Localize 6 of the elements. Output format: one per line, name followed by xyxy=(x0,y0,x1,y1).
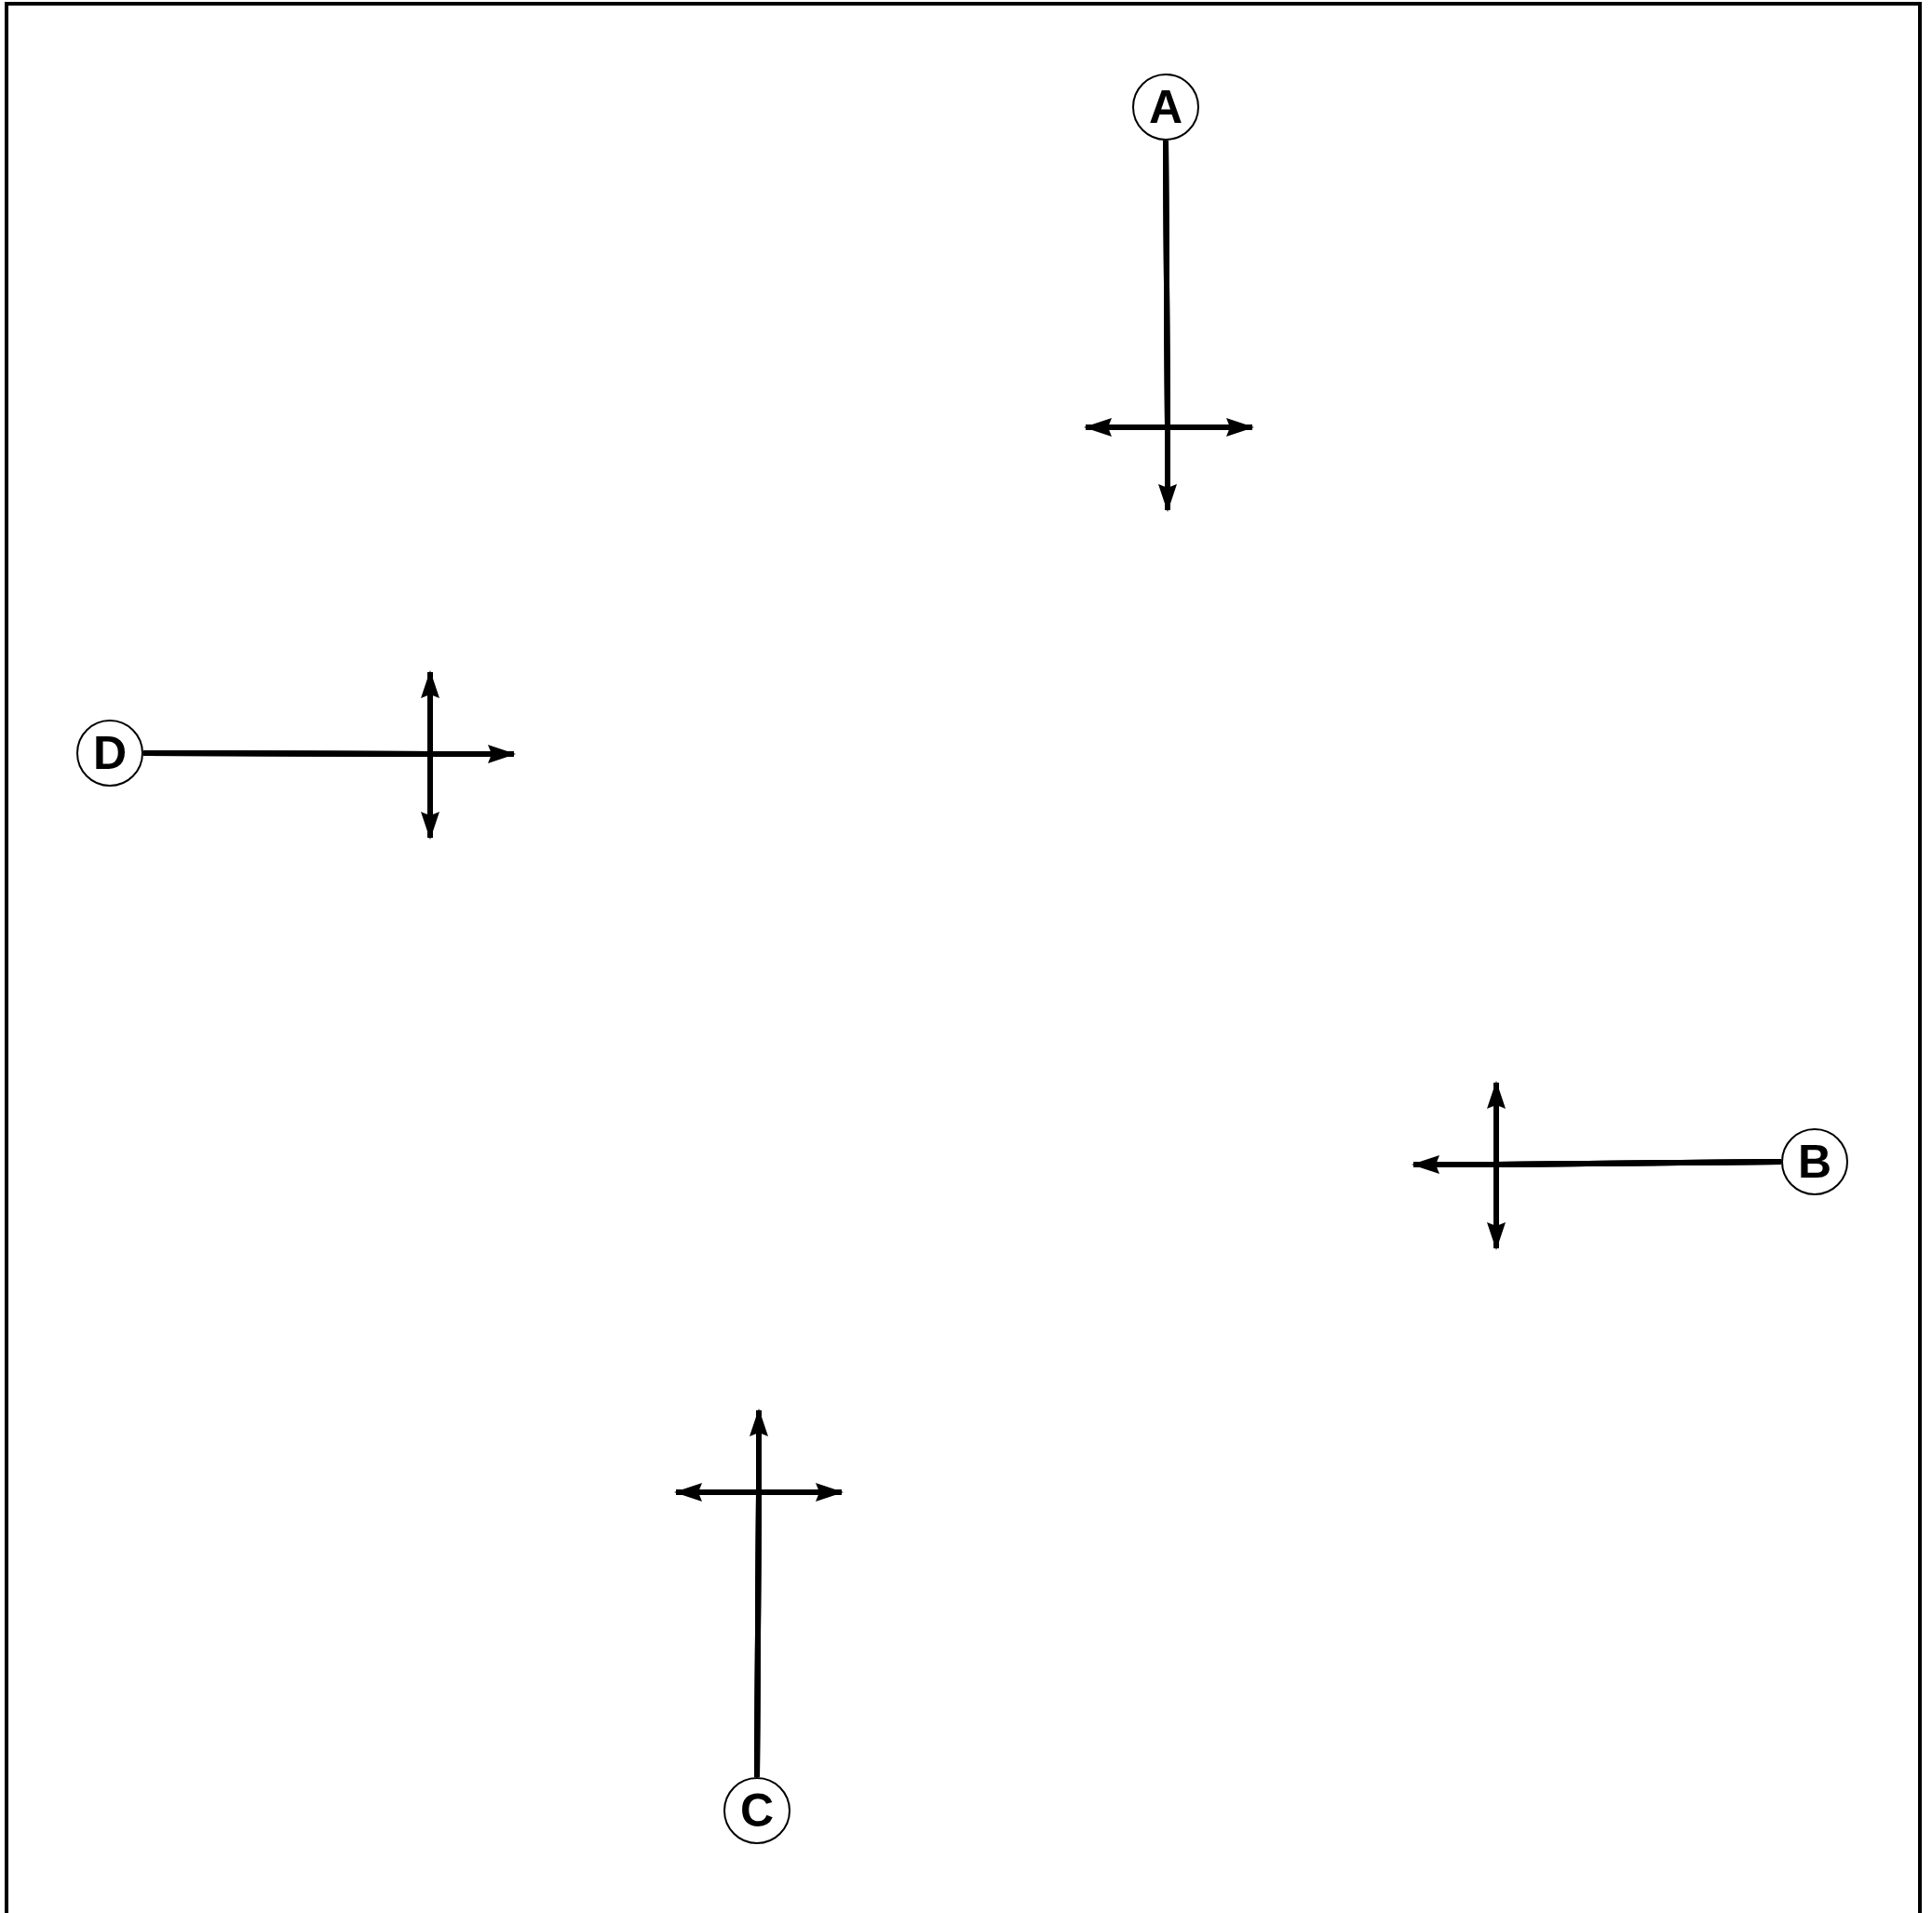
approach-letter: C xyxy=(739,1787,775,1834)
approach-letter: D xyxy=(92,730,128,776)
arrow xyxy=(143,750,439,840)
approach-letter: B xyxy=(1797,1138,1832,1185)
approach-letter: A xyxy=(1148,84,1183,130)
arrow xyxy=(1487,1159,1782,1250)
